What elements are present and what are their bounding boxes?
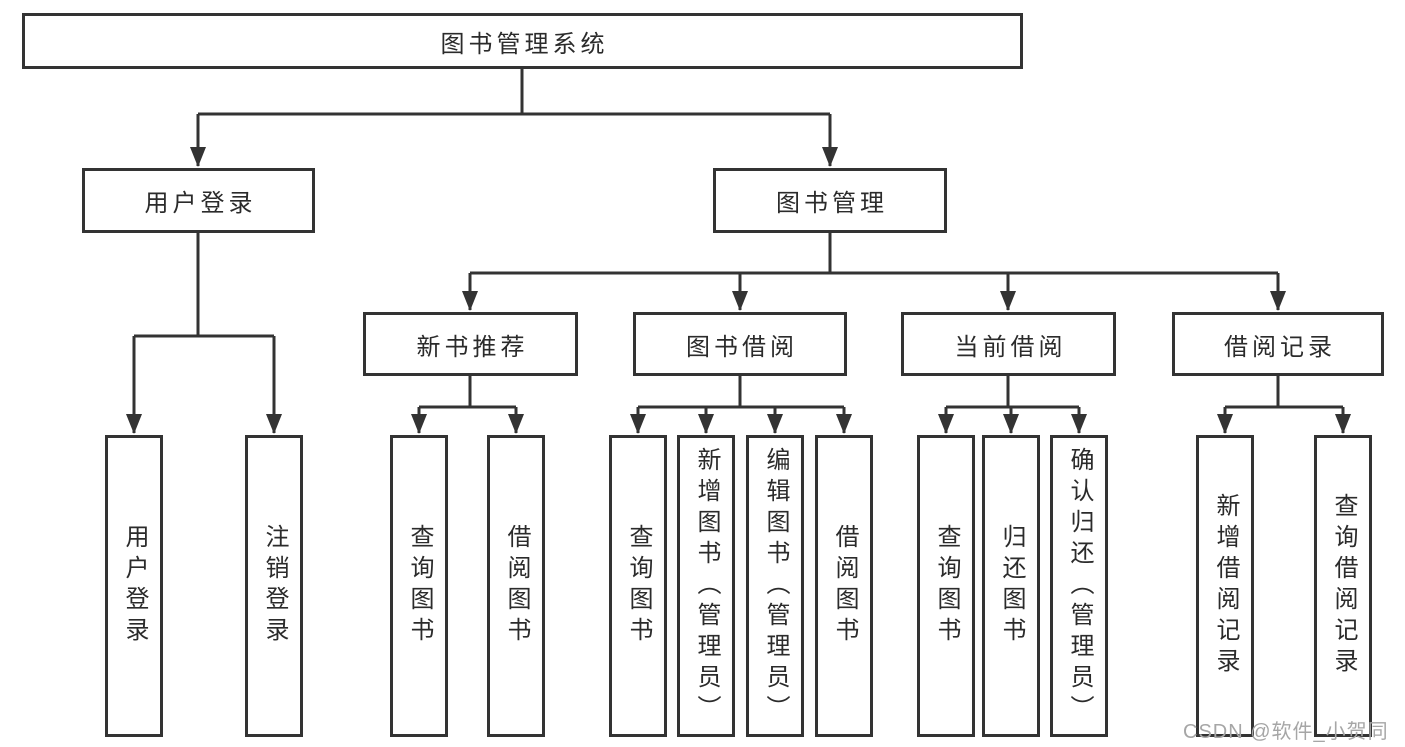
leaf-borrow-edit-books-admin: 编辑图书（管理员） [746, 435, 804, 737]
edge-book-management-rail [470, 233, 1278, 275]
leaf-label: 确认归还（管理员） [1066, 446, 1093, 726]
leaf-records-add-record: 新增借阅记录 [1196, 435, 1254, 737]
leaf-label: 新增图书（管理员） [693, 446, 720, 726]
leaf-current-return-books: 归还图书 [982, 435, 1040, 737]
leaf-borrow-add-books-admin: 新增图书（管理员） [677, 435, 735, 737]
leaf-records-query-record: 查询借阅记录 [1314, 435, 1372, 737]
leaf-label: 用户登录 [121, 524, 148, 648]
edge-user-login-rail [134, 233, 274, 338]
leaf-user-login: 用户登录 [105, 435, 163, 737]
leaf-logout: 注销登录 [245, 435, 303, 737]
node-user-login: 用户登录 [82, 168, 315, 233]
node-current-borrowing: 当前借阅 [901, 312, 1116, 376]
leaf-label: 注销登录 [261, 524, 288, 648]
csdn-watermark: CSDN @软件_小贺同学 [1183, 721, 1389, 743]
leaf-recommend-query-books: 查询图书 [390, 435, 448, 737]
leaf-label: 查询图书 [933, 524, 960, 648]
leaf-label: 查询图书 [406, 524, 433, 648]
leaf-label: 编辑图书（管理员） [762, 446, 789, 726]
leaf-current-query-books: 查询图书 [917, 435, 975, 737]
leaf-borrow-query-books: 查询图书 [609, 435, 667, 737]
leaf-label: 借阅图书 [831, 524, 858, 648]
leaf-label: 归还图书 [998, 524, 1025, 648]
node-root: 图书管理系统 [22, 13, 1023, 69]
node-new-book-recommend: 新书推荐 [363, 312, 578, 376]
leaf-label: 查询借阅记录 [1330, 493, 1357, 679]
leaf-borrow-borrow-books: 借阅图书 [815, 435, 873, 737]
edge-book-borrowing-rail [638, 376, 844, 409]
edge-borrowing-records-rail [1225, 376, 1343, 409]
edge-new-book-recommend-rail [419, 376, 516, 409]
leaf-label: 查询图书 [625, 524, 652, 648]
edge-root-rail [198, 69, 830, 116]
leaf-current-confirm-return-admin: 确认归还（管理员） [1050, 435, 1108, 737]
leaf-label: 新增借阅记录 [1212, 493, 1239, 679]
leaf-recommend-borrow-books: 借阅图书 [487, 435, 545, 737]
node-borrowing-records: 借阅记录 [1172, 312, 1384, 376]
node-book-management: 图书管理 [713, 168, 947, 233]
node-book-borrowing: 图书借阅 [633, 312, 847, 376]
leaf-label: 借阅图书 [503, 524, 530, 648]
edge-current-borrowing-rail [946, 376, 1079, 409]
